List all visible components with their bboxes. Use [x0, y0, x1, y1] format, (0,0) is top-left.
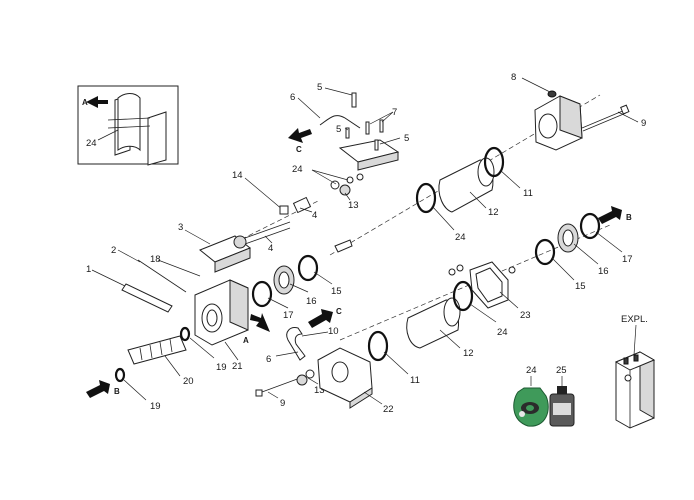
- callout-1: 1: [86, 264, 91, 275]
- sleeve-assembly: 20 19 19 B: [86, 326, 227, 412]
- inset-detail-a: A 24: [77, 85, 179, 166]
- view-a-arrow: [86, 96, 108, 108]
- callout-24-top: 24: [292, 164, 303, 175]
- view-c-arrow-main: [308, 309, 333, 328]
- callout-2: 2: [111, 245, 116, 256]
- callout-15-right: 15: [575, 281, 586, 292]
- callout-9-upper: 9: [641, 118, 646, 129]
- piston-rings-left: 17 16 15: [251, 254, 342, 321]
- callout-20: 20: [183, 376, 194, 387]
- lower-front-assembly: C 10 6 9 13 22: [255, 307, 394, 415]
- callout-24: 24: [86, 138, 97, 149]
- callout-15-left: 15: [331, 286, 342, 297]
- callout-3: 3: [178, 222, 183, 233]
- view-a-label: A: [82, 98, 88, 107]
- callout-24-kit: 24: [526, 365, 537, 376]
- callout-4-upper: 4: [312, 210, 317, 221]
- upper-head: 8 9: [511, 72, 646, 151]
- piston-rings-right: 15 16 17 B: [534, 206, 633, 292]
- expl-unit: EXPL.: [614, 314, 656, 429]
- callout-13-top: 13: [348, 200, 359, 211]
- callout-5-right: 5: [404, 133, 409, 144]
- callout-16-left: 16: [306, 296, 317, 307]
- callout-21: 21: [232, 361, 243, 372]
- callout-16-right: 16: [598, 266, 609, 277]
- callout-5-top: 5: [317, 82, 322, 93]
- view-c-arrow-top: [288, 128, 312, 143]
- callout-14: 14: [232, 170, 243, 181]
- sleeve-20: [127, 335, 187, 365]
- callout-22: 22: [383, 404, 394, 415]
- callout-19-lower: 19: [150, 401, 161, 412]
- callout-18: 18: [150, 254, 161, 265]
- lower-cylinder: 11 12 24 23: [367, 261, 531, 386]
- view-b-arrow-left: [86, 380, 110, 398]
- valve-assembly: 14 4 4 3: [178, 170, 353, 273]
- view-a-label-main: A: [243, 336, 249, 345]
- callout-24-upper-ring: 24: [455, 232, 466, 243]
- callout-11-lower: 11: [410, 375, 420, 386]
- upper-cylinder: 24 12 11: [415, 146, 533, 243]
- callout-13-lower: 13: [314, 385, 325, 396]
- rod-part-1: [121, 283, 173, 313]
- callout-8: 8: [511, 72, 516, 83]
- view-b-label-right: B: [626, 213, 632, 222]
- view-b-arrow-right: [598, 206, 622, 224]
- callout-6-lower: 6: [266, 354, 271, 365]
- view-c-label-main: C: [336, 307, 342, 316]
- pump-housing: 1 2 18 A 21: [86, 245, 270, 372]
- service-kit-24: 24: [513, 365, 549, 427]
- top-bracket-assembly: C 5 6 7 5 5 24 13: [288, 82, 409, 211]
- callout-25: 25: [556, 365, 567, 376]
- callout-7: 7: [392, 107, 397, 118]
- lubricant-bottle-25: 25: [549, 365, 575, 427]
- callout-17-left: 17: [283, 310, 294, 321]
- callout-12-lower: 12: [463, 348, 474, 359]
- callout-17-right: 17: [622, 254, 633, 265]
- callout-5-mid: 5: [336, 124, 341, 135]
- callout-11-upper: 11: [523, 188, 533, 199]
- expl-label: EXPL.: [621, 314, 648, 325]
- callout-12-upper: 12: [488, 207, 499, 218]
- callout-6-top: 6: [290, 92, 295, 103]
- callout-19-upper: 19: [216, 362, 227, 373]
- callout-10: 10: [328, 326, 339, 337]
- callout-9-lower: 9: [280, 398, 285, 409]
- callout-4-lower: 4: [268, 243, 273, 254]
- callout-24-lower-ring: 24: [497, 327, 508, 338]
- view-c-label-top: C: [296, 145, 302, 154]
- view-b-label-left: B: [114, 387, 120, 396]
- view-a-arrow-main: [250, 313, 270, 332]
- callout-23: 23: [520, 310, 531, 321]
